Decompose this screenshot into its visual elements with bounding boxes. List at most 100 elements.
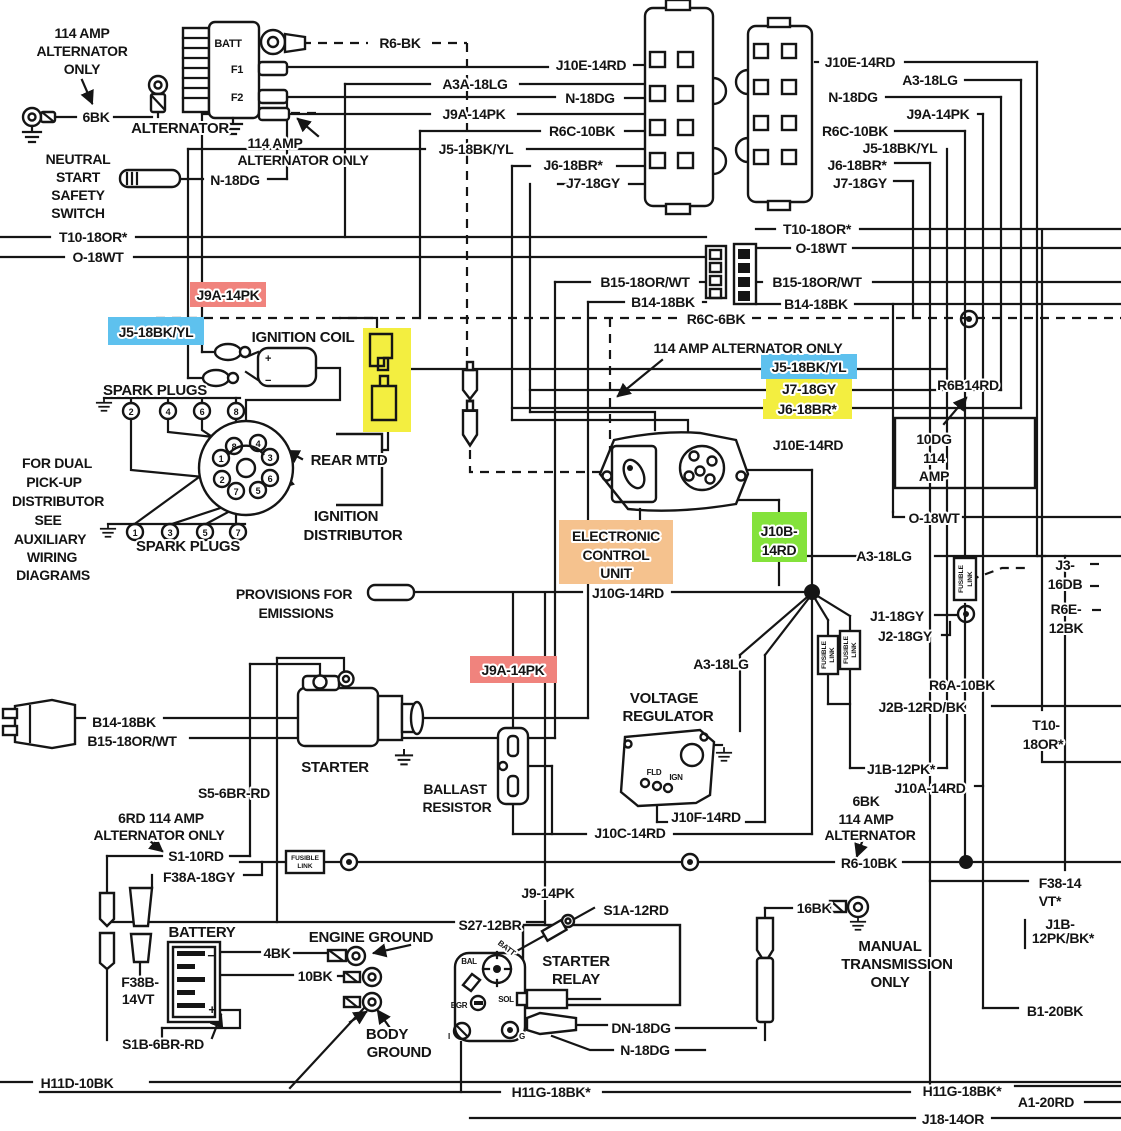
wire-label-j1b: 12PK/BK* xyxy=(1032,930,1095,946)
wire-label-n18dg: N-18DG xyxy=(828,89,878,105)
hl-label-j6: J6-18BR* xyxy=(777,401,837,417)
hl-label-j10b: J10B- xyxy=(761,523,798,539)
plug-number: 7 xyxy=(236,528,241,538)
alternator xyxy=(181,20,307,136)
ignition-coil xyxy=(201,342,318,388)
starter-relay xyxy=(452,913,682,1043)
svg-text:LINK: LINK xyxy=(851,642,858,657)
labels-layer: 114 AMP ALTERNATOR ONLY 6BK ALTERNATOR B… xyxy=(10,23,1097,1129)
hl-label-j10b: 14RD xyxy=(762,542,797,558)
plug-number: 5 xyxy=(203,528,208,538)
fusible-link: FUSIBLE LINK xyxy=(838,629,862,671)
bulkhead-connector-right xyxy=(734,16,814,212)
relay-sol-label: SOL xyxy=(498,995,514,1004)
note-114amp-top: ALTERNATOR xyxy=(36,43,127,59)
dual-pickup-note: DIAGRAMS xyxy=(16,567,90,583)
wire-label-j10g: J10G-14RD xyxy=(592,585,664,601)
neutral-start-safety-switch xyxy=(118,168,182,189)
body-ground-label: BODY xyxy=(366,1026,408,1043)
wire-label-f38: VT* xyxy=(1039,893,1062,909)
ballast-resistor-label: RESISTOR xyxy=(423,799,492,815)
neutral-switch-label: START xyxy=(56,169,101,185)
hl-label-j5: J5-18BK/YL xyxy=(119,324,195,340)
wire-label-j10c: J10C-14RD xyxy=(594,825,665,841)
engine-ground-label: ENGINE GROUND xyxy=(309,929,434,946)
highlight-j5-18bkyl-1 xyxy=(108,317,204,345)
manual-trans-note: TRANSMISSION xyxy=(841,956,952,973)
wire-label-b15: B15-18OR/WT xyxy=(772,274,862,290)
wire-label-s1a: S1A-12RD xyxy=(603,902,668,918)
wire-label-j5: J5-18BK/YL xyxy=(439,141,515,157)
wire-label-n18dg: N-18DG xyxy=(565,90,615,106)
dual-pickup-note: SEE xyxy=(34,512,61,528)
ecu-label: UNIT xyxy=(600,565,632,581)
wire-label-j10e14rd: J10E-14RD xyxy=(825,54,896,70)
wire-label-b14: B14-18BK xyxy=(784,296,848,312)
wire-label-h11g: H11G-18BK* xyxy=(512,1084,592,1100)
coil-minus: − xyxy=(265,375,271,387)
rear-mtd-label: REAR MTD xyxy=(311,452,388,469)
ignition-distributor-label: IGNITION xyxy=(314,508,378,525)
wire-label-j1b: J1B- xyxy=(1045,916,1075,932)
plug-number: 8 xyxy=(234,407,239,417)
b14-b15-connector xyxy=(1,698,77,750)
voltage-regulator-module xyxy=(619,728,733,808)
note-6rd-alt: 6RD 114 AMP xyxy=(118,810,204,826)
starter-relay-label: STARTER xyxy=(542,953,610,970)
plug-number: 3 xyxy=(168,528,173,538)
dual-pickup-note: FOR DUAL xyxy=(22,455,93,471)
starter-motor xyxy=(296,670,425,766)
wire-label-j3: 16DB xyxy=(1048,576,1083,592)
bullet-connector xyxy=(461,399,479,447)
dist-number: 1 xyxy=(219,454,224,464)
provisions-label: EMISSIONS xyxy=(258,605,333,621)
note-6bk-alt: 114 AMP xyxy=(839,811,894,827)
s1-cable-connectors xyxy=(98,891,116,971)
wire-label-j10f: J10F-14RD xyxy=(671,809,741,825)
svg-text:FUSIBLE: FUSIBLE xyxy=(958,564,965,592)
dual-pickup-note: PICK-UP xyxy=(26,474,81,490)
wire-label-j9a14pk: J9A-14PK xyxy=(443,106,506,122)
vr-fld-label: FLD xyxy=(647,768,662,777)
wire-label-j914pk: J9-14PK xyxy=(521,885,574,901)
wire-label-r6b14rd: R6B14RD xyxy=(937,377,999,393)
relay-g-label: G xyxy=(519,1032,525,1041)
wire-label-j10e14rd: J10E-14RD xyxy=(773,437,844,453)
fusible-link: FUSIBLE LINK xyxy=(952,556,978,602)
wire-label-j6: J6-18BR* xyxy=(543,157,603,173)
plug-number: 6 xyxy=(200,407,205,417)
wire-label-j10e14rd: J10E-14RD xyxy=(556,57,627,73)
alt-batt-label: BATT xyxy=(214,38,242,50)
wire-label-j7: J7-18GY xyxy=(833,175,888,191)
fusible-link-label: FUSIBLE xyxy=(291,855,319,862)
wire-label-b15: B15-18OR/WT xyxy=(87,733,177,749)
wire-label-r610bk: R6-10BK xyxy=(841,855,897,871)
wire-label-s110rd: S1-10RD xyxy=(168,848,224,864)
wire-label-j5: J5-18BK/YL xyxy=(863,140,939,156)
ignition-coil-label: IGNITION COIL xyxy=(252,329,355,346)
wire-label-a120rd: A1-20RD xyxy=(1018,1094,1074,1110)
starter-label: STARTER xyxy=(301,759,369,776)
wire-label-j2b: J2B-12RD/BK xyxy=(879,699,966,715)
wire-label-s1b: S1B-6BR-RD xyxy=(122,1036,204,1052)
battery-plus: + xyxy=(208,1002,216,1017)
svg-text:FUSIBLE: FUSIBLE xyxy=(821,640,828,668)
ignition-distributor xyxy=(197,419,384,517)
relay-i-label: I xyxy=(448,1032,450,1041)
wire-label-j7: J7-18GY xyxy=(566,175,621,191)
emissions-capsule xyxy=(366,583,416,602)
wire-label-o18wt: O-18WT xyxy=(908,510,960,526)
hl-label-j9a14pk: J9A-14PK xyxy=(482,662,545,678)
note-114amp-top: ONLY xyxy=(64,61,101,77)
manual-trans-note: MANUAL xyxy=(858,938,921,955)
label-10dg: AMP xyxy=(919,468,949,484)
fusible-link: FUSIBLE LINK xyxy=(284,849,326,875)
ground-lug-6bk xyxy=(21,74,169,144)
dist-number: 8 xyxy=(232,442,237,452)
spark-plugs-label: SPARK PLUGS xyxy=(136,538,240,555)
neutral-switch-label: NEUTRAL xyxy=(46,151,112,167)
wire-label-r6bk: R6-BK xyxy=(379,35,420,51)
wire-label-r6a: R6A-10BK xyxy=(929,677,995,693)
note-114amp-mid: ALTERNATOR ONLY xyxy=(237,152,369,168)
